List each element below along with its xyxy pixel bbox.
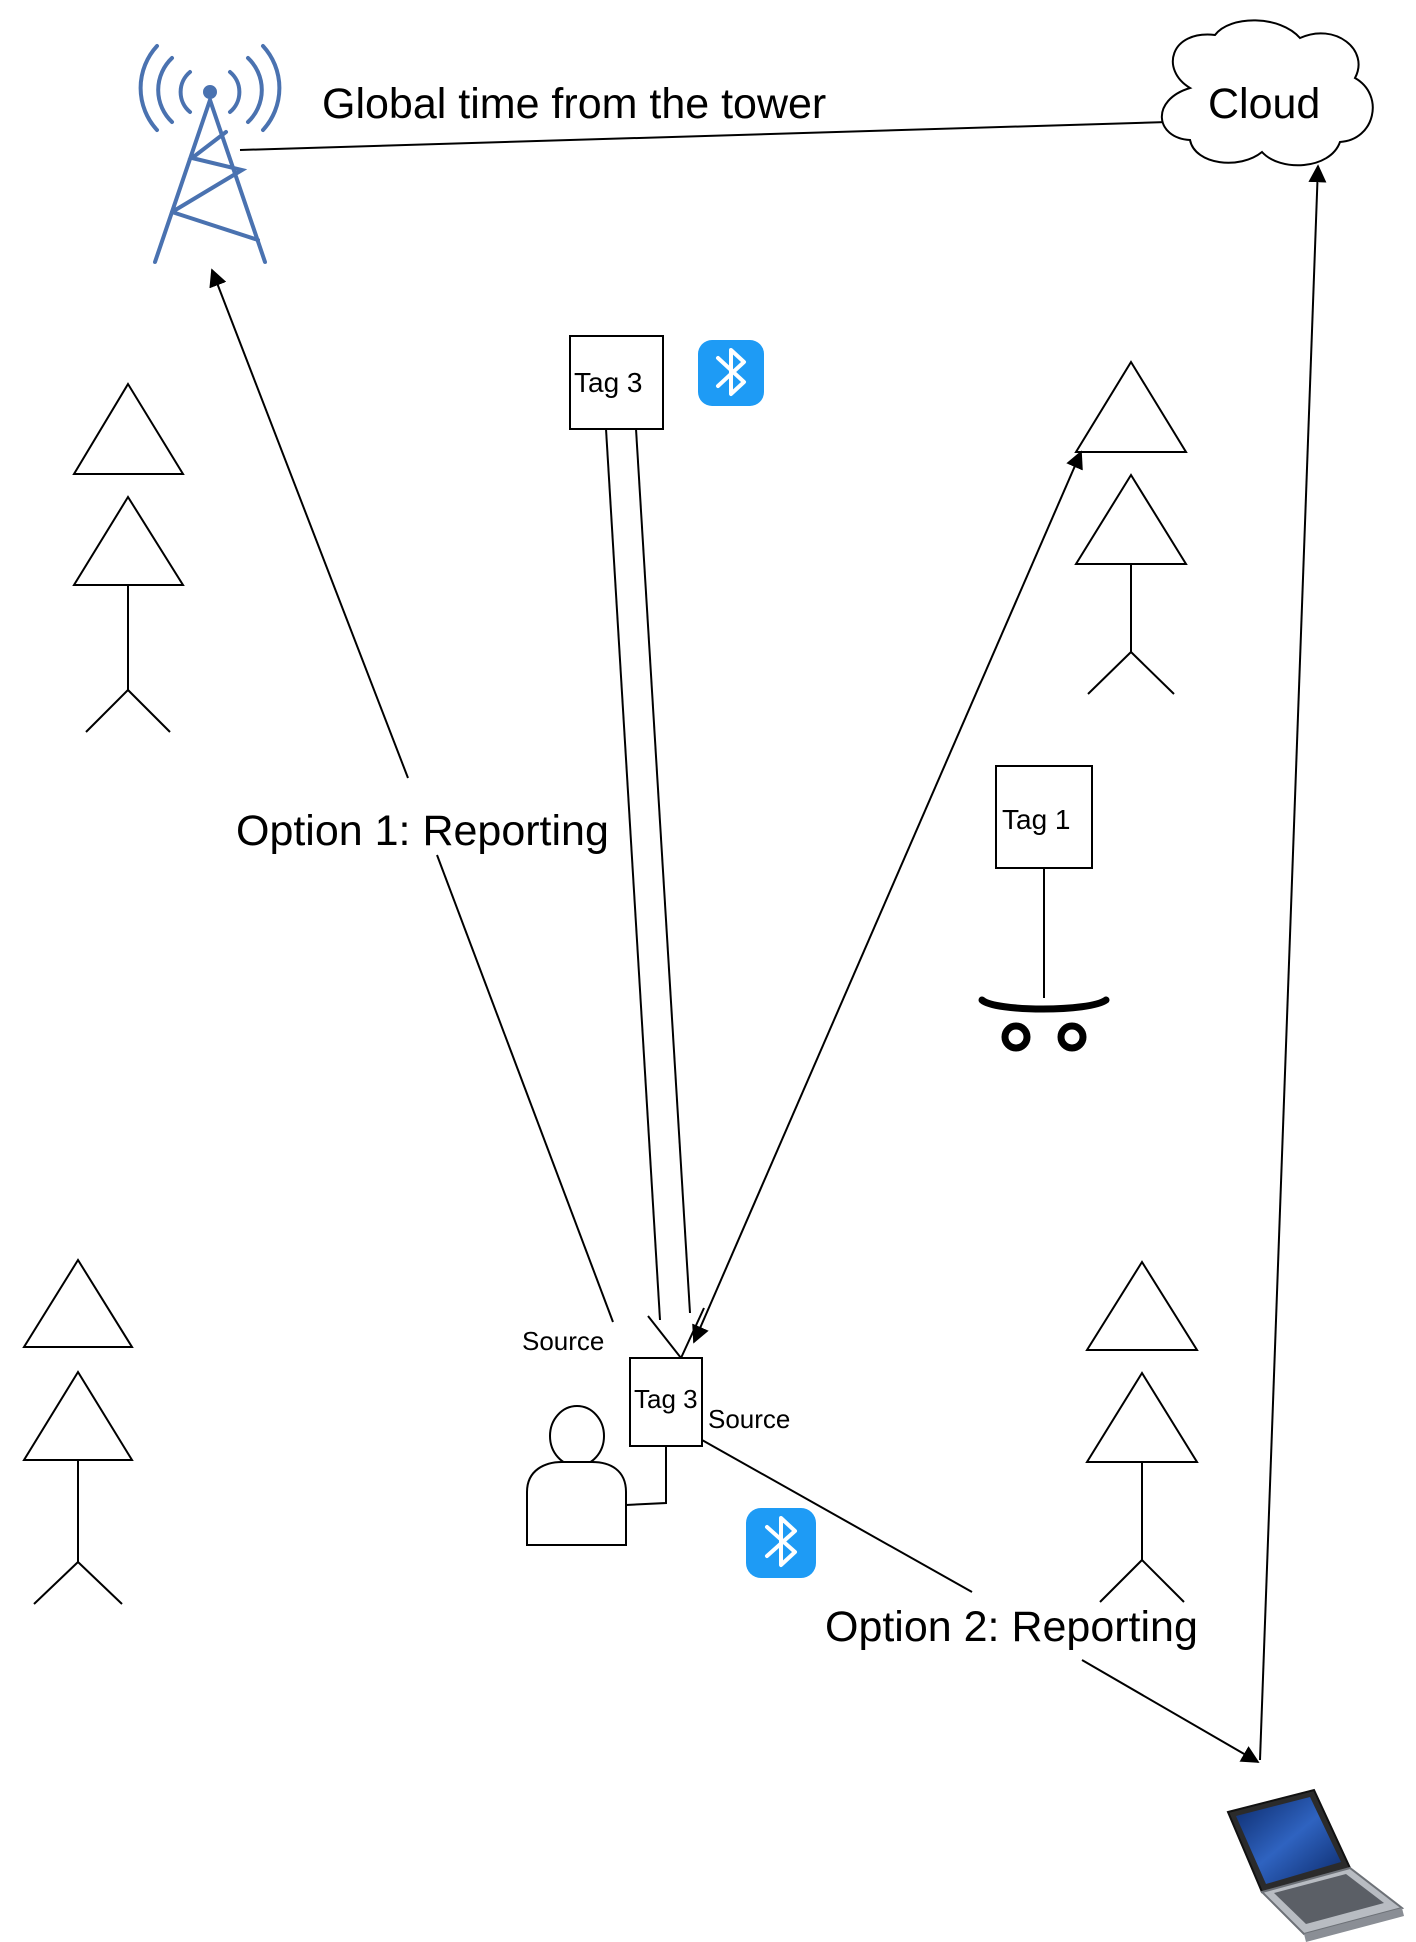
- option2-arrow: [701, 1439, 1260, 1763]
- option2-label: Option 2: Reporting: [825, 1603, 1198, 1651]
- bluetooth-signal-arrow: [605, 428, 705, 1360]
- skateboard-icon: [978, 996, 1110, 1052]
- cloud-label: Cloud: [1208, 80, 1320, 128]
- bluetooth-icon: [746, 1508, 816, 1578]
- option1-arrow: [209, 268, 614, 1323]
- anchor-antenna-icon: [72, 382, 185, 733]
- tag3-top-box: [569, 335, 664, 430]
- source-label-right: Source: [708, 1404, 790, 1434]
- anchor-antenna-icon: [1074, 360, 1188, 695]
- person-tag-link: [625, 1446, 667, 1506]
- anchor-range-arrow: [692, 450, 1083, 1344]
- person-icon: [526, 1405, 627, 1546]
- anchor-antenna-icon: [1085, 1260, 1199, 1603]
- laptop-cloud-arrow: [1259, 164, 1327, 1761]
- anchor-antenna-icon: [22, 1258, 134, 1605]
- bluetooth-icon: [698, 340, 764, 406]
- tower-cloud-link: [239, 121, 1169, 151]
- option1-label: Option 1: Reporting: [236, 807, 609, 855]
- cell-tower-icon: [138, 44, 282, 264]
- tag1-label: Tag 1: [1002, 804, 1071, 835]
- tag3-bottom-label: Tag 3: [634, 1384, 698, 1414]
- tower-caption: Global time from the tower: [322, 80, 826, 128]
- cloud-icon: [1160, 19, 1374, 167]
- source-label-left: Source: [522, 1326, 604, 1356]
- tag3-top-label: Tag 3: [574, 367, 643, 398]
- laptop-icon: [1226, 1788, 1405, 1942]
